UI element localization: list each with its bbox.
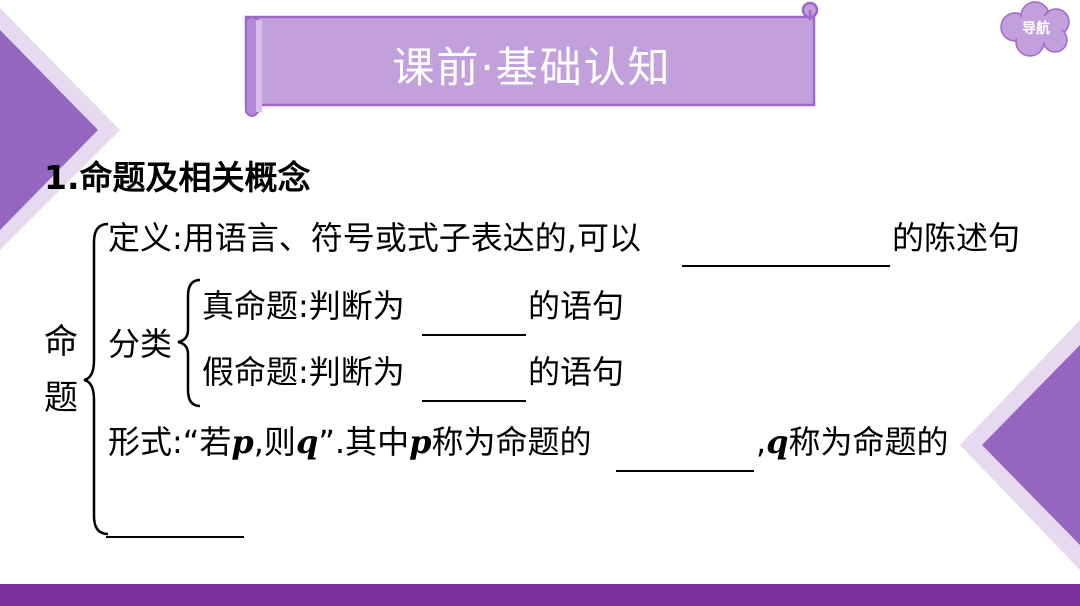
definition-blank[interactable] xyxy=(682,265,890,267)
true-proposition-suffix: 的语句 xyxy=(528,287,625,325)
nav-button[interactable]: 导航 xyxy=(1022,21,1050,37)
page-title: 课前·基础认知 xyxy=(392,42,672,92)
section-heading: 1.命题及相关概念 xyxy=(44,158,311,197)
false-proposition-suffix: 的语句 xyxy=(528,353,625,391)
definition-text: 定义:用语言、符号或式子表达的,可以 xyxy=(108,219,641,257)
term-char-1: 命 xyxy=(44,322,78,362)
false-proposition-blank[interactable] xyxy=(422,400,526,402)
bottom-bar xyxy=(0,584,1080,606)
inner-brace xyxy=(177,278,201,408)
classification-label: 分类 xyxy=(108,325,173,363)
true-proposition-text: 真命题:判断为 xyxy=(202,287,405,325)
term-char-2: 题 xyxy=(44,378,78,418)
definition-suffix: 的陈述句 xyxy=(892,219,1021,257)
right-dark-triangle xyxy=(982,345,1080,545)
form-text: 形式:“若p,则q”.其中p称为命题的 xyxy=(108,423,592,461)
title-banner xyxy=(244,1,819,117)
true-proposition-blank[interactable] xyxy=(422,334,526,336)
cloud-icon xyxy=(1000,1,1070,57)
left-dark-triangle xyxy=(0,30,98,230)
form-text-2: ,q称为命题的 xyxy=(756,423,949,461)
hypothesis-blank[interactable] xyxy=(616,470,754,472)
false-proposition-text: 假命题:判断为 xyxy=(202,353,405,391)
outer-brace xyxy=(83,222,109,536)
conclusion-blank[interactable] xyxy=(106,536,244,538)
